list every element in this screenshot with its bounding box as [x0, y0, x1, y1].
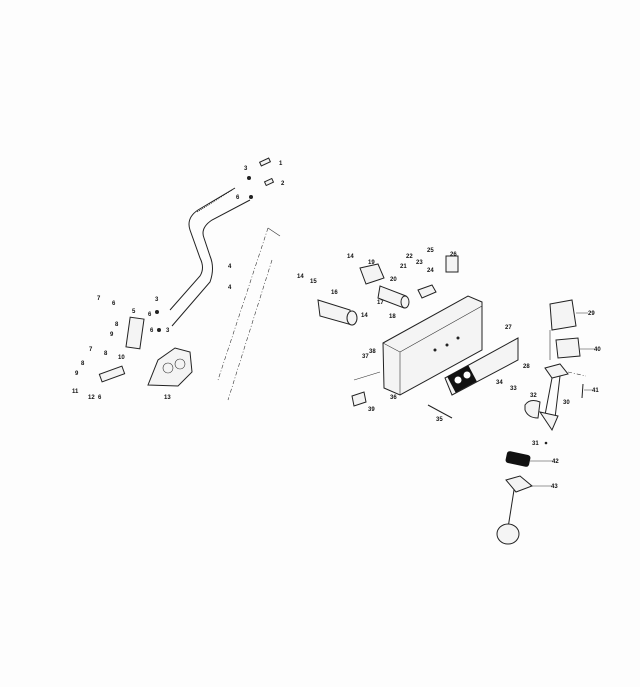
callout-9: 9 [75, 371, 79, 377]
callout-4: 4 [228, 264, 232, 270]
pad-42 [505, 451, 531, 467]
callout-25: 25 [427, 248, 434, 254]
bracket-26 [445, 255, 459, 273]
callout-21: 21 [400, 264, 407, 270]
callout-43: 43 [551, 484, 558, 490]
callout-3: 3 [155, 297, 159, 303]
cover-29 [549, 299, 577, 331]
callout-27: 27 [505, 325, 512, 331]
callout-20: 20 [390, 277, 397, 283]
callout-22: 22 [406, 254, 413, 260]
callout-3: 3 [166, 328, 170, 334]
knob-19 [359, 263, 385, 285]
callout-8: 8 [81, 361, 85, 367]
callout-39: 39 [368, 407, 375, 413]
callout-40: 40 [594, 347, 601, 353]
callout-18: 18 [389, 314, 396, 320]
ring-32 [524, 400, 541, 419]
callout-24: 24 [427, 268, 434, 274]
shaft-16 [317, 299, 358, 326]
control-cables [169, 187, 251, 327]
callout-41: 41 [592, 388, 599, 394]
callout-14: 14 [347, 254, 354, 260]
callout-34: 34 [496, 380, 503, 386]
callout-16: 16 [331, 290, 338, 296]
panel-27 [444, 337, 519, 396]
callout-9: 9 [110, 332, 114, 338]
callout-6: 6 [112, 301, 116, 307]
bracket-5 [125, 316, 145, 350]
mount-plate-30 [544, 363, 569, 379]
callout-2: 2 [281, 181, 285, 187]
callout-11: 11 [72, 389, 79, 395]
callout-28: 28 [523, 364, 530, 370]
callout-36: 36 [390, 395, 397, 401]
callout-19: 19 [368, 260, 375, 266]
housing-13 [147, 347, 193, 387]
callout-38: 38 [369, 349, 376, 355]
callout-3: 3 [244, 166, 248, 172]
callout-12: 12 [88, 395, 95, 401]
rod-35 [427, 404, 453, 419]
callout-35: 35 [436, 417, 443, 423]
callout-6: 6 [98, 395, 102, 401]
callout-33: 33 [510, 386, 517, 392]
roller [496, 523, 520, 545]
callout-23: 23 [416, 260, 423, 266]
sleeve-20 [377, 285, 410, 309]
callout-15: 15 [310, 279, 317, 285]
callout-4: 4 [228, 285, 232, 291]
cable-ends [155, 157, 275, 332]
callout-37: 37 [362, 354, 369, 360]
control-box-36 [382, 295, 483, 396]
callout-31: 31 [532, 441, 539, 447]
callout-17: 17 [377, 300, 384, 306]
callout-6: 6 [236, 195, 240, 201]
callout-6: 6 [150, 328, 154, 334]
screw-41 [581, 383, 584, 399]
callout-26: 26 [450, 252, 457, 258]
callout-42: 42 [552, 459, 559, 465]
callout-7: 7 [97, 296, 101, 302]
callout-1: 1 [279, 161, 283, 167]
callout-14: 14 [361, 313, 368, 319]
callout-30: 30 [563, 400, 570, 406]
switch-40 [555, 337, 581, 359]
callout-8: 8 [104, 351, 108, 357]
callout-29: 29 [588, 311, 595, 317]
callout-6: 6 [148, 312, 152, 318]
callout-14: 14 [297, 274, 304, 280]
callout-7: 7 [89, 347, 93, 353]
callout-8: 8 [115, 322, 119, 328]
callout-10: 10 [118, 355, 125, 361]
plate-10 [98, 365, 126, 383]
callout-32: 32 [530, 393, 537, 399]
callout-5: 5 [132, 309, 136, 315]
callout-13: 13 [164, 395, 171, 401]
clip-24 [417, 284, 437, 299]
part-39 [351, 391, 367, 407]
